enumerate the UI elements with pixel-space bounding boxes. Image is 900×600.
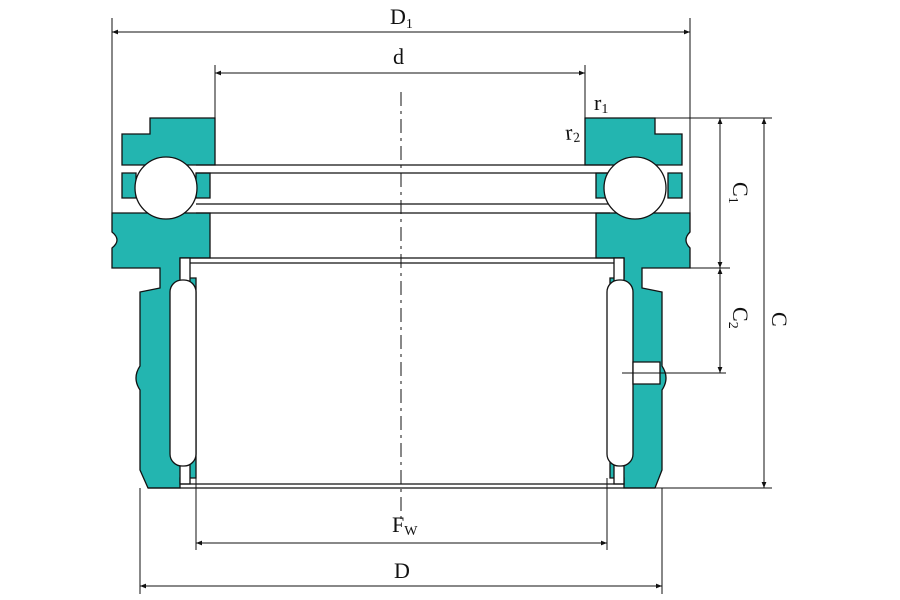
label-d: d — [393, 44, 404, 69]
left-cage-ring-inner — [195, 172, 211, 199]
dim-Fw: FW — [195, 478, 608, 550]
label-D1: D1 — [390, 4, 413, 32]
dim-C: C — [655, 117, 792, 489]
left-needle-roller — [169, 279, 197, 467]
label-C: C — [767, 312, 792, 327]
label-Fw: FW — [392, 512, 418, 539]
inner-sleeve-top-lines — [180, 257, 624, 264]
left-cage-ring — [121, 172, 137, 199]
bottom-lines — [148, 483, 655, 489]
dim-D1: D1 — [111, 4, 691, 213]
label-r2: r2 — [564, 119, 581, 147]
right-ball — [603, 156, 667, 220]
dim-D: D — [139, 488, 663, 594]
upper-shaft-washer-line — [196, 164, 610, 174]
dim-C1: C1 — [655, 117, 753, 269]
label-C1: C1 — [725, 182, 753, 204]
label-D: D — [394, 558, 410, 583]
dim-d: d — [214, 44, 586, 118]
right-cage-ring — [667, 172, 683, 199]
middle-ring-lines — [196, 203, 610, 214]
label-C2: C2 — [725, 307, 753, 329]
dim-C2: C2 — [622, 268, 753, 374]
label-r1: r1 — [594, 90, 608, 117]
left-ball — [134, 156, 198, 220]
